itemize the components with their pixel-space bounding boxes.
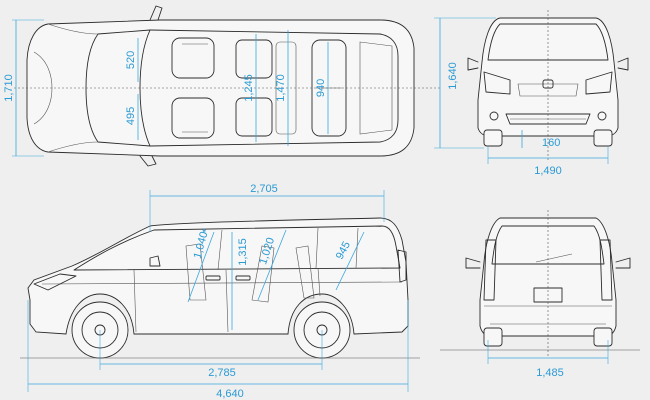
dim-cabin-width-front: 1,245 — [243, 34, 257, 142]
dim-interior-height: 1,315 — [231, 232, 249, 330]
dim-front-seat-depth: 495 — [125, 94, 139, 140]
dim-overall-width: 1,710 — [3, 19, 44, 157]
overall-height-label: 1,640 — [447, 62, 459, 90]
overall-width-label: 1,710 — [3, 74, 15, 102]
ground-clearance-label: 160 — [542, 137, 560, 149]
dim-cabin-length: 2,705 — [149, 183, 385, 232]
rear-view-taillight-left — [483, 239, 497, 301]
dim-ground-clearance: 160 — [521, 130, 560, 149]
top-view-second-row — [235, 39, 297, 137]
dim-overall-height: 1,640 — [434, 17, 496, 149]
front-seat-width-label: 520 — [125, 51, 137, 69]
top-view-mirror-right — [139, 155, 157, 167]
dim-cabin-width-rear: 1,470 — [275, 30, 289, 146]
dim-overall-length: 4,640 — [27, 300, 409, 400]
front-view-windshield — [487, 23, 609, 61]
front-seat-depth-label: 495 — [125, 107, 137, 125]
front-track-label: 1,490 — [534, 165, 562, 177]
dim-third-row-width: 940 — [315, 42, 329, 134]
dim-rear-track: 1,485 — [487, 340, 609, 379]
top-view: 1,710 520 495 1,245 1,470 940 — [3, 5, 440, 167]
dim-front-seat-width: 520 — [125, 38, 139, 82]
cabin-width-rear-label: 1,470 — [275, 74, 287, 102]
side-view: 2,705 1,040 * 1,315 1,020 945 2,785 — [20, 183, 420, 400]
cabin-length-label: 2,705 — [250, 183, 278, 195]
side-view-window-line — [73, 225, 401, 271]
cabin-width-front-label: 1,245 — [243, 74, 255, 102]
front-headroom-note: * — [202, 227, 207, 239]
top-view-mirror-left — [149, 5, 163, 21]
wheelbase-label: 2,785 — [208, 367, 236, 379]
front-view: 1,640 160 1,490 — [434, 10, 629, 177]
front-view-headlight-right — [585, 71, 613, 95]
front-view-headlight-left — [483, 71, 511, 95]
rear-track-label: 1,485 — [536, 367, 564, 379]
interior-height-label: 1,315 — [237, 238, 249, 266]
top-view-front-seats — [171, 37, 215, 139]
dim-front-track: 1,490 — [487, 146, 609, 177]
rear-view-taillight-right — [599, 239, 613, 301]
dim-wheelbase: 2,785 — [99, 330, 323, 379]
third-row-width-label: 940 — [315, 79, 327, 97]
rear-view: 1,485 — [440, 210, 640, 379]
overall-length-label: 4,640 — [216, 388, 244, 400]
rear-view-window — [491, 225, 605, 265]
